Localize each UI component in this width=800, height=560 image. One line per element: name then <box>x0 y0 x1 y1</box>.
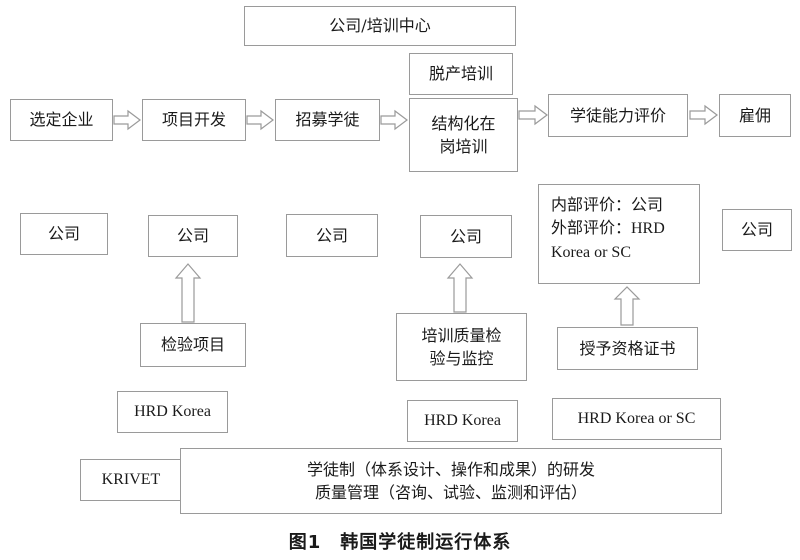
figure-caption: 图1 韩国学徒制运行体系 <box>288 532 512 553</box>
evaluation-box: 内部评价：公司 外部评价：HRD Korea or SC <box>538 184 700 284</box>
structured-ojt-line2: 岗培训 <box>439 137 488 156</box>
research-line1: 学徒制（体系设计、操作和成果）的研发 <box>306 459 595 479</box>
research-line2: 质量管理（咨询、试验、监测和评估） <box>314 483 587 502</box>
company-label-3: 公司 <box>315 225 348 245</box>
company-box-2: 公司 <box>148 215 238 257</box>
company-box-3: 公司 <box>286 214 378 257</box>
project-development-label: 项目开发 <box>161 110 226 130</box>
off-job-training-box: 脱产培训 <box>409 53 513 95</box>
hrd-korea-label-1: HRD Korea <box>134 403 211 421</box>
arrow-inspect-to-company <box>174 263 202 323</box>
evaluation-line1: 内部评价：公司 <box>551 195 664 214</box>
company-training-center-label: 公司/培训中心 <box>329 16 431 36</box>
select-enterprise-label: 选定企业 <box>29 110 94 130</box>
hrd-korea-label-2: HRD Korea <box>424 412 501 430</box>
recruit-apprentice-box: 招募学徒 <box>275 99 380 141</box>
arrow-quality-to-company <box>446 263 474 313</box>
structured-ojt-box: 结构化在 岗培训 <box>409 98 518 172</box>
inspect-project-label: 检验项目 <box>160 335 225 355</box>
evaluation-line2: 外部评价：HRD <box>551 220 665 237</box>
company-label-6: 公司 <box>740 220 773 240</box>
arrow-develop-to-recruit <box>246 109 274 131</box>
evaluation-line3: Korea or SC <box>551 244 631 261</box>
project-development-box: 项目开发 <box>142 99 246 141</box>
hrd-korea-sc-label: HRD Korea or SC <box>577 410 696 428</box>
inspect-project-box: 检验项目 <box>140 323 246 367</box>
structured-ojt-line1: 结构化在 <box>431 113 496 133</box>
grant-certificate-label: 授予资格证书 <box>579 338 676 358</box>
company-training-center-box: 公司/培训中心 <box>244 6 516 46</box>
select-enterprise-box: 选定企业 <box>10 99 113 141</box>
recruit-apprentice-label: 招募学徒 <box>295 110 360 130</box>
arrow-cert-to-eval <box>613 286 641 326</box>
employment-label: 雇佣 <box>738 105 771 125</box>
training-quality-line2: 验与监控 <box>429 349 494 368</box>
arrow-ojt-to-assess <box>518 104 548 126</box>
hrd-korea-box-1: HRD Korea <box>117 391 228 433</box>
arrow-recruit-to-ojt <box>380 109 408 131</box>
off-job-training-label: 脱产培训 <box>428 64 493 84</box>
company-label-1: 公司 <box>47 224 80 244</box>
company-box-1: 公司 <box>20 213 108 255</box>
krivet-box: KRIVET <box>80 459 182 501</box>
apprentice-assessment-label: 学徒能力评价 <box>569 105 666 125</box>
company-box-6: 公司 <box>722 209 792 251</box>
arrow-select-to-develop <box>113 109 141 131</box>
company-label-4: 公司 <box>449 226 482 246</box>
company-box-4: 公司 <box>420 215 512 258</box>
research-quality-box: 学徒制（体系设计、操作和成果）的研发 质量管理（咨询、试验、监测和评估） <box>180 448 722 514</box>
hrd-korea-box-2: HRD Korea <box>407 400 518 442</box>
employment-box: 雇佣 <box>719 94 791 137</box>
training-quality-line1: 培训质量检 <box>421 325 502 345</box>
company-label-2: 公司 <box>176 226 209 246</box>
grant-certificate-box: 授予资格证书 <box>557 327 698 370</box>
hrd-korea-sc-box: HRD Korea or SC <box>552 398 721 440</box>
apprentice-assessment-box: 学徒能力评价 <box>548 94 688 137</box>
training-quality-box: 培训质量检 验与监控 <box>396 313 527 381</box>
krivet-label: KRIVET <box>101 471 161 489</box>
arrow-assess-to-hire <box>689 104 718 126</box>
